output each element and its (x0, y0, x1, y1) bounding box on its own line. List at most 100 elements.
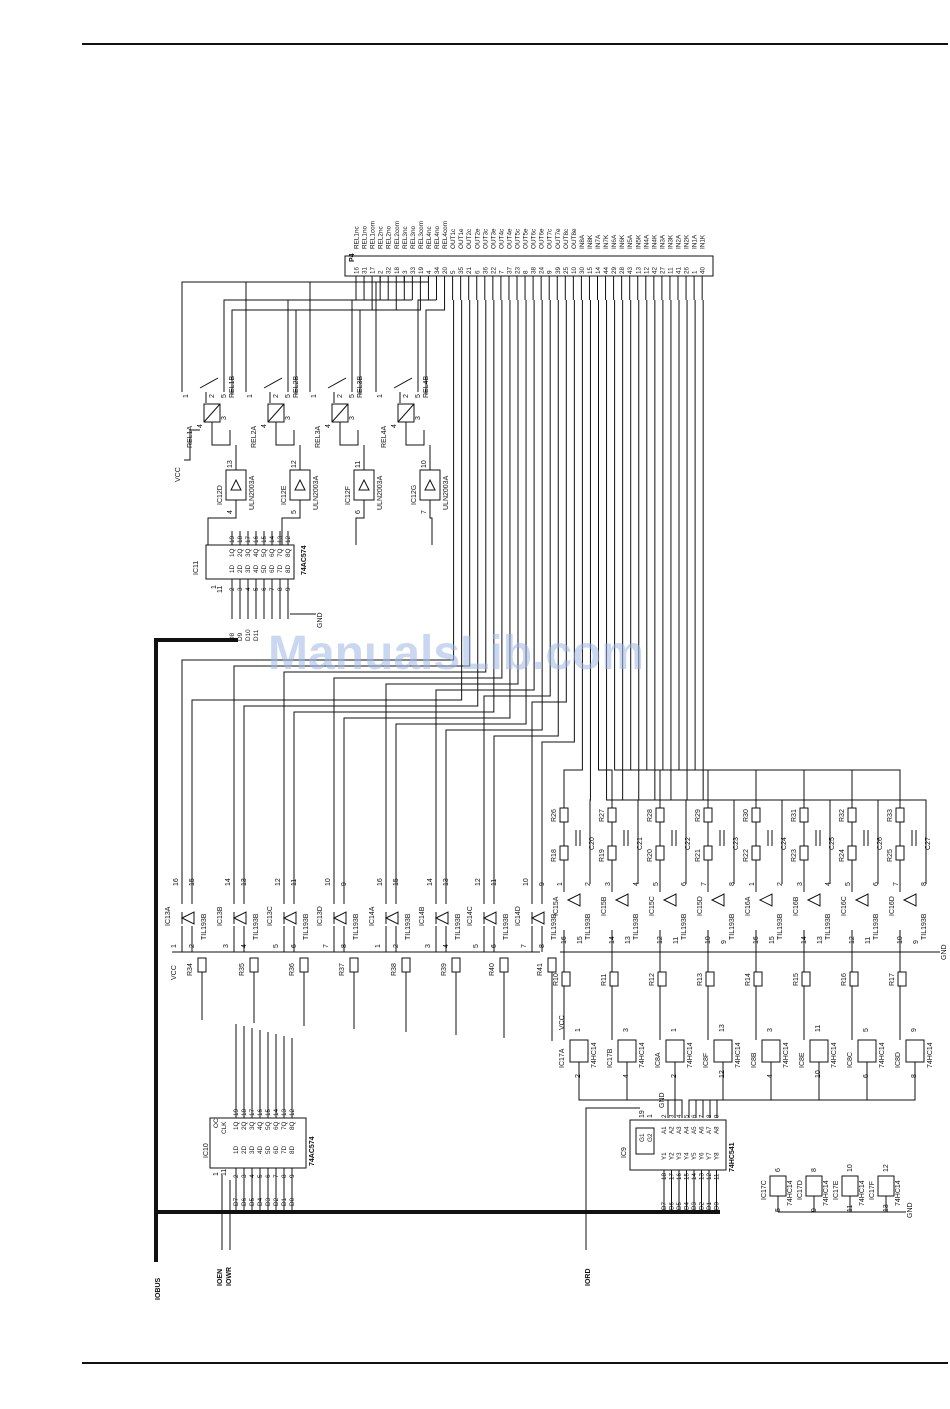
relay-contact-arm (327, 377, 347, 389)
gate-pin: 3 (767, 1028, 774, 1032)
opto-led-symbol (902, 893, 917, 907)
ic9-bus-label: D0 (714, 1202, 721, 1210)
in-a-wire (678, 300, 853, 808)
ic11-d-pin: 9 (285, 587, 292, 591)
ic10-q-label: 3Q (249, 1121, 256, 1130)
ic11-bus-label: D9 (237, 632, 244, 641)
relay-coil-wire (211, 422, 231, 446)
ic11-pin: 1 (211, 585, 218, 589)
opto-pin: 2 (393, 944, 400, 948)
ic9-a-pin: 6 (691, 1114, 698, 1118)
connector-signal-label: REL2no (386, 225, 393, 249)
connector-pin-number: 23 (515, 266, 522, 274)
opto-ref: IC14D (515, 906, 522, 926)
opto-led-symbol (384, 911, 399, 925)
watermark: ManualsLib.com (268, 627, 644, 680)
connector-signal-label: IN2A (676, 234, 683, 249)
relay-contact-ref: REL3B (357, 375, 364, 398)
opto-pin: 7 (323, 944, 330, 948)
opto-type: TIL193B (455, 913, 462, 940)
connector-pin-number: 18 (394, 266, 401, 274)
opto-ref: IC16C (841, 896, 848, 916)
connector-p4 (344, 255, 714, 277)
schmitt-gate (905, 1039, 925, 1063)
ic10-q-pin: 12 (289, 1108, 296, 1116)
load-resistor (703, 845, 713, 861)
connector-pin-number: 25 (563, 266, 570, 274)
resistor-ref: R28 (647, 809, 654, 822)
opto-ref: IC14B (419, 906, 426, 926)
out-c-wire (333, 300, 503, 890)
relay-no-wire (351, 299, 413, 392)
gate-pin: 8 (911, 1074, 918, 1078)
pullup-resistor (897, 971, 907, 987)
connector-signal-label: OUT3c (482, 228, 489, 249)
gate-pin: 4 (623, 1074, 630, 1078)
opto-type: TIL193B (201, 913, 208, 940)
connector-signal-label: IN7A (595, 234, 602, 249)
ic11-d-pin: 3 (237, 587, 244, 591)
gate-pin: 9 (811, 1208, 818, 1212)
out-e-wire (343, 300, 511, 890)
ic11-q-label: 3Q (245, 548, 252, 557)
ic10-clk: CLK (221, 1121, 228, 1134)
relay-pin: 4 (391, 424, 398, 428)
opto-pin: 4 (241, 944, 248, 948)
ic10-q-label: 7Q (281, 1121, 288, 1130)
connector-pin-number: 22 (490, 266, 497, 274)
opto-pin: 9 (539, 882, 546, 886)
connector-pin-number: 38 (531, 266, 538, 274)
opto-pin: 3 (425, 944, 432, 948)
connector-pin-number: 44 (603, 266, 610, 274)
ic11-d-pin: 8 (277, 587, 284, 591)
driver-pin: 13 (227, 460, 234, 468)
relay-com-wire (295, 300, 397, 394)
ic10-q-pin: 15 (265, 1108, 272, 1116)
gate-pin: 11 (815, 1025, 822, 1032)
ic10-q-label: 6Q (273, 1121, 280, 1130)
resistor-ref: R39 (441, 963, 448, 976)
vcc-label: VCC (171, 965, 178, 980)
gate-ref: IC8A (655, 1052, 662, 1068)
opto-pin: 9 (721, 940, 728, 944)
resistor-ref: R23 (791, 849, 798, 862)
relay-com-wire (425, 300, 446, 394)
ic10-q-pin: 13 (281, 1108, 288, 1116)
ic10-q-label: 1Q (233, 1121, 240, 1130)
opto-type: TIL193B (825, 913, 832, 940)
driver-triangle (230, 478, 242, 491)
connector-signal-label: OUT6e (539, 228, 546, 249)
ic10-type: 74AC574 (309, 1136, 316, 1166)
cap-ref: C24 (781, 837, 788, 850)
relay-contact-arm (199, 377, 219, 389)
ic11-q-pin: 13 (277, 535, 284, 543)
opto-ref: IC15C (649, 896, 656, 916)
ic11-q-label: 4Q (253, 548, 260, 557)
ic11-bus-label: D11 (253, 629, 260, 641)
opto-pin: 13 (443, 878, 450, 886)
opto-type: TIL193B (633, 913, 640, 940)
relay-pin: 3 (415, 416, 422, 420)
ic9-bus-label: D4 (684, 1202, 691, 1210)
opto-type: TIL193B (353, 913, 360, 940)
schmitt-gate (665, 1039, 685, 1063)
ic9-a-label: A7 (706, 1126, 713, 1134)
ic10-pin: 11 (221, 1169, 228, 1176)
opto-ref: IC13A (165, 906, 172, 926)
ic10-latch (209, 1117, 307, 1169)
uln-driver (353, 469, 375, 501)
in-k-wire (686, 300, 879, 884)
ic9-gate-and (635, 1127, 655, 1155)
ic11-pin: 11 (217, 586, 224, 593)
ic10-d-label: 4D (257, 1145, 264, 1154)
opto-led-symbol (614, 893, 629, 907)
out-e-wire (293, 300, 495, 890)
ic10-ref: IC10 (203, 1143, 210, 1158)
connector-signal-label: IN6K (619, 234, 626, 249)
ic9-g1: G1 (639, 1133, 646, 1142)
gate-ref: IC17F (869, 1181, 876, 1200)
schmitt-gate (569, 1039, 589, 1063)
opto-pin: 10 (325, 878, 332, 886)
gate-pin: 11 (847, 1205, 854, 1212)
pullup-resistor (609, 971, 619, 987)
